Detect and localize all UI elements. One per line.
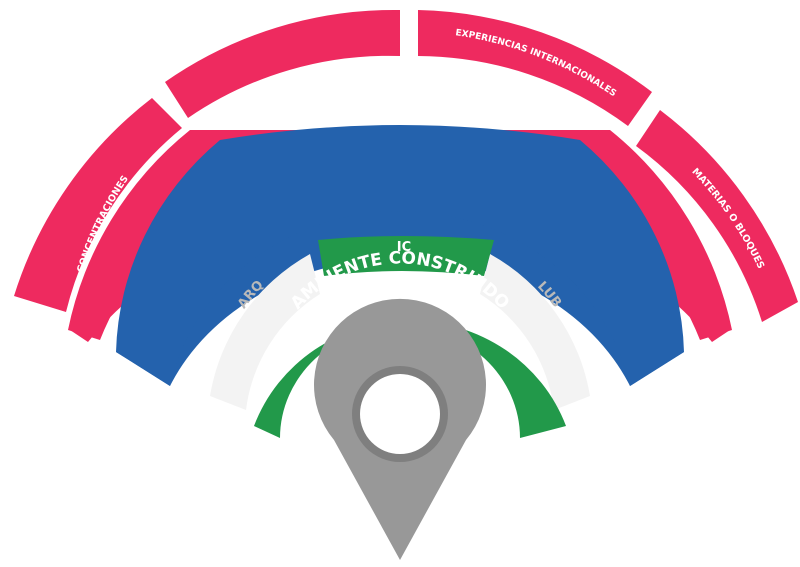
- materias-segment: [636, 110, 798, 322]
- lub-segment: [480, 254, 590, 410]
- experiencias-segment: [418, 10, 652, 126]
- ambiente-construido-ring: [254, 320, 566, 438]
- ic-label: IC: [397, 240, 411, 255]
- arq-segment: [210, 254, 320, 410]
- pin-hole: [360, 374, 440, 454]
- estancias-segment: [165, 9, 400, 118]
- concentraciones-segment: [14, 98, 182, 312]
- ic-segment: [318, 236, 494, 276]
- ingeniero-civil-fill: [116, 125, 684, 386]
